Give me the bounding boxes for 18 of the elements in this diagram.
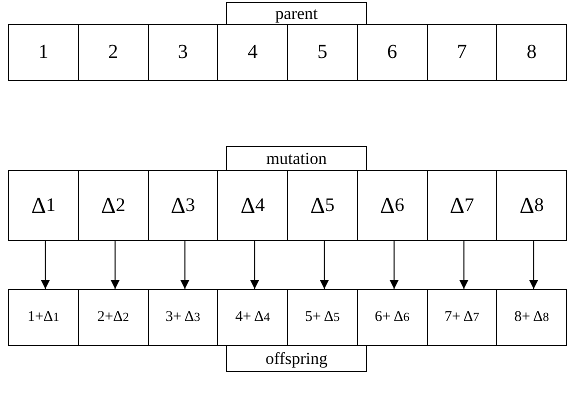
value-cell: 7: [426, 24, 498, 81]
value-cell: 1: [8, 24, 79, 81]
arrow: [390, 240, 399, 290]
header-tab: parent: [226, 2, 367, 25]
arrow: [459, 240, 468, 290]
arrow: [250, 240, 260, 290]
arrow: [40, 240, 50, 290]
header-tab: mutation: [226, 146, 367, 171]
arrow: [320, 240, 329, 290]
value-cell: 8: [496, 24, 567, 81]
value-cell: 3: [148, 24, 218, 81]
arrow: [180, 240, 190, 290]
header-tab: offspring: [226, 345, 367, 372]
value-cell: 4: [217, 24, 288, 81]
arrow: [529, 240, 538, 290]
value-cell: 2: [78, 24, 148, 81]
arrow: [110, 240, 120, 290]
value-cell: 6: [356, 24, 428, 81]
